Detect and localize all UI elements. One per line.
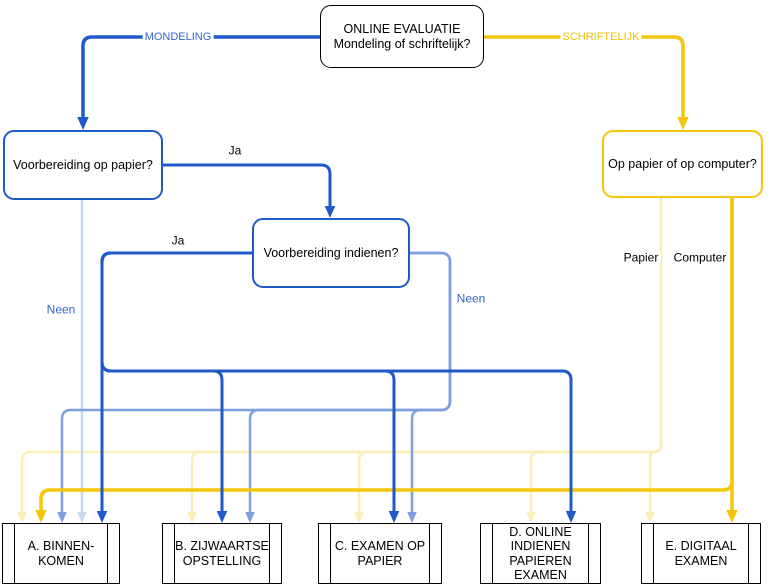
arrowhead-middle-neen-to-b bbox=[245, 512, 255, 523]
node-voorbereiding-indienen: Voorbereiding indienen? bbox=[252, 218, 410, 288]
edge-label-neen-right: Neen bbox=[454, 291, 488, 306]
arrowhead-computer-to-a bbox=[35, 510, 47, 523]
process-inner-line-right bbox=[748, 524, 749, 583]
arrowhead-papier-to-d bbox=[526, 512, 536, 523]
edge-label-ja-left: Ja bbox=[226, 143, 244, 158]
edge-middle-ja-to-b bbox=[100, 251, 252, 514]
process-inner-line-right bbox=[269, 524, 270, 583]
arrowhead-papier-to-c bbox=[354, 512, 364, 523]
arrowhead-middle-ja-to-a bbox=[96, 511, 108, 523]
arrowhead-papier-to-b bbox=[187, 512, 197, 523]
edge-middle-ja-to-c bbox=[100, 251, 396, 514]
edge-schriftelijk-to-right bbox=[484, 35, 685, 120]
arrowhead-left-ja-to-middle bbox=[324, 206, 336, 218]
process-inner-line-left bbox=[330, 524, 331, 583]
arrowhead-mondeling-to-left bbox=[77, 117, 89, 130]
arrowhead-left-neen-to-a bbox=[77, 512, 87, 523]
edge-papier-to-e bbox=[648, 198, 663, 515]
arrowhead-papier-to-a bbox=[17, 512, 27, 523]
process-inner-line-left bbox=[14, 524, 15, 583]
edge-label-neen-left: Neen bbox=[44, 302, 78, 317]
edge-mondeling-to-left bbox=[81, 35, 320, 120]
process-inner-line-right bbox=[588, 524, 589, 583]
edge-left-ja-to-middle bbox=[163, 163, 332, 209]
process-inner-line-right bbox=[107, 524, 108, 583]
edge-label-computer: Computer bbox=[671, 250, 729, 265]
edge-middle-neen-to-a bbox=[60, 251, 452, 515]
edge-papier-to-d bbox=[529, 198, 663, 515]
edge-label-schriftelijk: SCHRIFTELIJK bbox=[560, 30, 642, 44]
arrowhead-middle-neen-to-c bbox=[407, 512, 417, 523]
node-label: A. BINNEN-KOMEN bbox=[27, 539, 95, 568]
arrowhead-middle-ja-to-c bbox=[388, 511, 400, 523]
arrowhead-papier-to-e bbox=[645, 512, 655, 523]
arrowhead-middle-neen-to-a bbox=[57, 512, 67, 523]
arrowhead-middle-ja-to-d bbox=[565, 511, 577, 523]
process-inner-line-left bbox=[492, 524, 493, 583]
edge-label-ja-middle: Ja bbox=[169, 233, 187, 248]
process-inner-line-left bbox=[653, 524, 654, 583]
edge-middle-ja-to-a bbox=[100, 251, 252, 514]
node-label: Voorbereiding op papier? bbox=[13, 157, 153, 172]
node-op-papier-of-op-computer: Op papier of op computer? bbox=[602, 130, 763, 198]
edge-middle-neen-to-c bbox=[410, 251, 452, 515]
node-label: Op papier of op computer? bbox=[608, 156, 757, 171]
process-inner-line-right bbox=[429, 524, 430, 583]
process-inner-line-left bbox=[174, 524, 175, 583]
edge-label-mondeling: MONDELING bbox=[142, 30, 214, 44]
edge-middle-neen-to-b bbox=[248, 251, 452, 515]
edge-middle-ja-to-d bbox=[100, 251, 573, 514]
arrowhead-computer-to-e bbox=[726, 510, 738, 523]
arrowhead-middle-ja-to-b bbox=[216, 511, 228, 523]
node-label: Voorbereiding indienen? bbox=[263, 245, 399, 260]
edge-label-papier: Papier bbox=[621, 250, 661, 265]
node-a-binnenkomen: A. BINNEN-KOMEN bbox=[2, 523, 120, 584]
node-voorbereiding-op-papier: Voorbereiding op papier? bbox=[3, 130, 163, 200]
arrowhead-schriftelijk-to-right bbox=[677, 117, 689, 130]
